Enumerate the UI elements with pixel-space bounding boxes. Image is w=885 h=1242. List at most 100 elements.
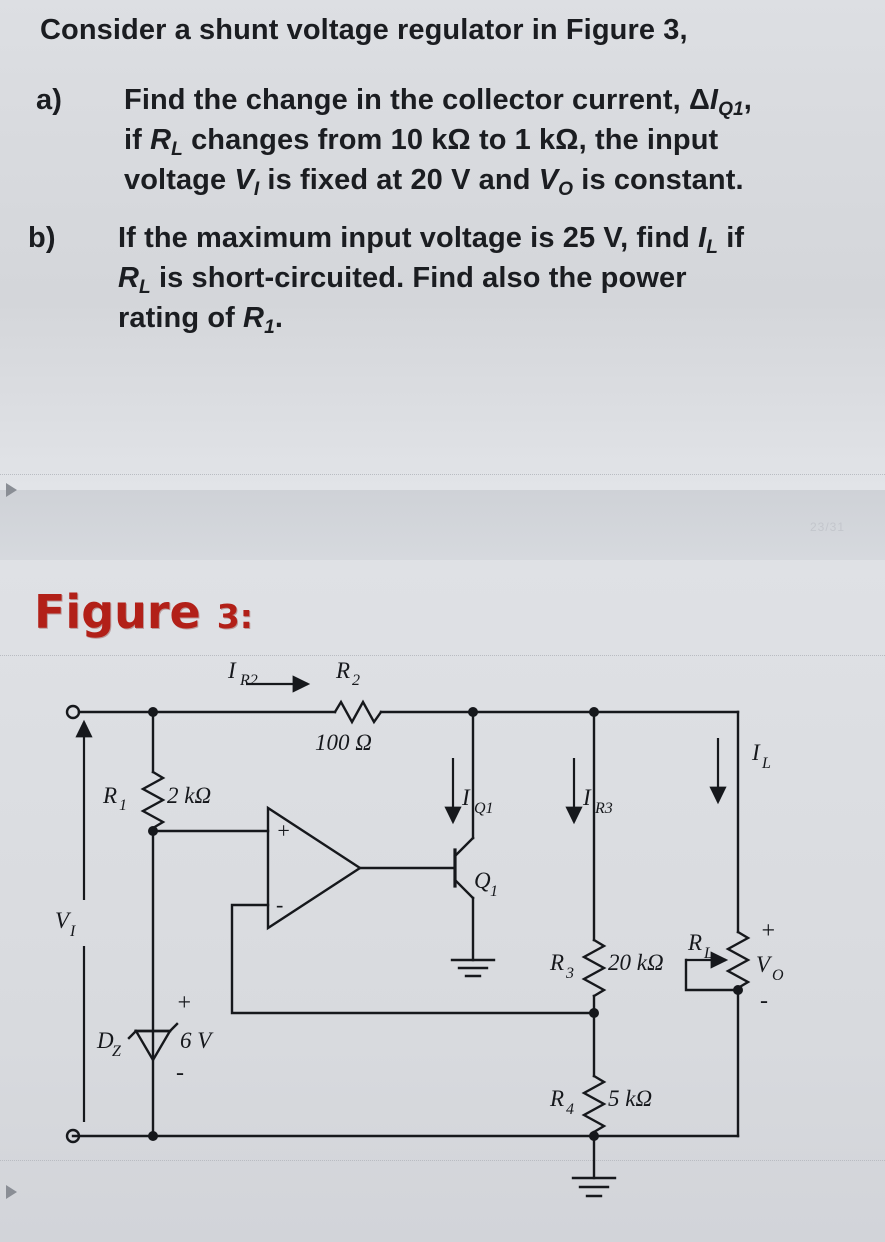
circuit-diagram: + - I R2 R 2 100 Ω R 1 2 kΩ I Q1 I R3 I … bbox=[0, 660, 885, 1242]
resistor-R4-body bbox=[581, 1074, 607, 1134]
part-b-l3-pre: rating of bbox=[118, 302, 244, 334]
label-DZ-sub: Z bbox=[112, 1043, 122, 1060]
zener-flag-right bbox=[168, 1022, 179, 1033]
label-VO-plus: + bbox=[760, 918, 776, 944]
label-R3-name: R bbox=[549, 950, 564, 975]
label-IL-sub: L bbox=[761, 755, 771, 772]
label-Q1-name: Q bbox=[474, 868, 491, 893]
label-RL-name: R bbox=[687, 930, 702, 955]
label-IR3-sub: R3 bbox=[594, 800, 613, 817]
label-IR2-name: I bbox=[227, 660, 237, 683]
part-a-line-3: voltage VI is fixed at 20 V and VO is co… bbox=[124, 164, 744, 201]
part-a-l2-post: changes from 10 kΩ to 1 kΩ, the input bbox=[182, 124, 719, 156]
label-VO-sub: O bbox=[772, 967, 784, 984]
label-RL-sub: L bbox=[703, 945, 713, 962]
junction-R3-top bbox=[589, 707, 599, 717]
label-IL-name: I bbox=[751, 740, 761, 765]
part-b-l3-sub: 1 bbox=[264, 317, 275, 339]
label-R1-sub: 1 bbox=[119, 797, 127, 814]
label-zener-minus: - bbox=[176, 1060, 184, 1086]
label-VO-name: V bbox=[756, 952, 773, 977]
label-Q1-sub: 1 bbox=[490, 883, 498, 900]
part-a-l3-post: is constant. bbox=[573, 164, 744, 196]
part-b-l2-post: is short-circuited. Find also the power bbox=[150, 262, 687, 294]
question-intro: Consider a shunt voltage regulator in Fi… bbox=[40, 14, 688, 46]
wire-RL-wiper-loop bbox=[684, 958, 740, 992]
label-VI-sub: I bbox=[69, 923, 76, 940]
part-a-l2-var: R bbox=[150, 124, 172, 156]
figure-title-word: Figure bbox=[34, 585, 201, 639]
label-IR3-name: I bbox=[582, 785, 592, 810]
part-a-l1-post: , bbox=[743, 84, 752, 116]
label-R1-value: 2 kΩ bbox=[167, 783, 211, 808]
scan-rule-2 bbox=[0, 655, 885, 657]
part-b-line-1: If the maximum input voltage is 25 V, fi… bbox=[118, 222, 744, 259]
junction-R1-bottom bbox=[148, 1131, 158, 1141]
terminal-input-bottom bbox=[65, 1128, 81, 1144]
label-zener-plus: + bbox=[176, 990, 192, 1016]
resistor-R1-body bbox=[140, 770, 166, 830]
part-b-l1-pre: If the maximum input voltage is 25 V, fi… bbox=[118, 222, 699, 254]
junction-R3-R4 bbox=[589, 1008, 599, 1018]
label-R2-value: 100 Ω bbox=[315, 730, 372, 755]
part-a-l3-sub: I bbox=[253, 179, 260, 201]
part-a-l1-pre: Find the change in the collector current… bbox=[124, 84, 710, 116]
play-marker-icon-top bbox=[6, 483, 17, 497]
label-R3-sub: 3 bbox=[565, 965, 574, 982]
part-b-l1-post: if bbox=[718, 222, 745, 254]
resistor-RL-body bbox=[725, 930, 751, 990]
page-number-watermark: 23/31 bbox=[809, 520, 845, 534]
part-b-l1-var: I bbox=[698, 222, 707, 254]
part-b-l1-sub: L bbox=[706, 237, 719, 259]
zener-triangle bbox=[133, 1029, 173, 1063]
junction-opamp-plus bbox=[148, 826, 158, 836]
part-a-l1-var: I bbox=[709, 84, 719, 116]
part-b-l2-sub: L bbox=[139, 277, 151, 299]
part-a-l3-var2: V bbox=[538, 164, 559, 196]
transistor-emitter-lead bbox=[453, 878, 475, 900]
paper-band-mid bbox=[0, 490, 885, 560]
opamp-plus-sign: + bbox=[276, 818, 291, 843]
label-VI-name: V bbox=[55, 908, 72, 933]
part-a-l3-sub2: O bbox=[558, 179, 574, 201]
part-a-l3-var: V bbox=[234, 164, 254, 196]
label-DZ-name: D bbox=[96, 1028, 114, 1053]
figure-title-number: 3: bbox=[216, 597, 253, 636]
label-R2-sub: 2 bbox=[352, 672, 360, 689]
junction-dots bbox=[148, 707, 743, 1141]
label-IQ1-name: I bbox=[461, 785, 471, 810]
label-DZ-value: 6 V bbox=[180, 1028, 214, 1053]
junction-RL-wiper bbox=[733, 985, 743, 995]
label-R3-value: 20 kΩ bbox=[608, 950, 664, 975]
part-a-marker: a) bbox=[36, 84, 62, 116]
part-a-l3-mid: is fixed at 20 V and bbox=[259, 164, 539, 196]
part-b-l3-var: R bbox=[243, 302, 265, 334]
resistor-R2-body bbox=[333, 699, 383, 725]
label-R2-name: R bbox=[335, 660, 350, 683]
opamp-minus-sign: - bbox=[276, 892, 283, 917]
transistor-collector-lead bbox=[453, 836, 475, 858]
part-b-l3-post: . bbox=[274, 302, 284, 334]
part-b-line-3: rating of R1. bbox=[118, 302, 283, 339]
zener-flag-left bbox=[127, 1029, 138, 1040]
junction-R1-top bbox=[148, 707, 158, 717]
scan-rule-3 bbox=[0, 1160, 885, 1162]
resistor-R3-body bbox=[581, 938, 607, 998]
part-a-line-1: Find the change in the collector current… bbox=[124, 84, 752, 121]
wire-opamp-feedback bbox=[230, 903, 596, 1015]
figure-title: Figure 3: bbox=[34, 585, 253, 639]
label-R4-sub: 4 bbox=[566, 1101, 574, 1118]
opamp-body bbox=[266, 805, 363, 931]
label-R4-name: R bbox=[549, 1086, 564, 1111]
part-b-line-2: RL is short-circuited. Find also the pow… bbox=[118, 262, 687, 299]
label-R4-value: 5 kΩ bbox=[608, 1086, 652, 1111]
part-b-marker: b) bbox=[28, 222, 56, 254]
label-IR2-sub: R2 bbox=[239, 672, 258, 689]
terminal-input-top bbox=[65, 704, 81, 720]
label-R1-name: R bbox=[102, 783, 117, 808]
part-a-l2-sub: L bbox=[171, 139, 183, 161]
part-a-line-2: if RL changes from 10 kΩ to 1 kΩ, the in… bbox=[124, 124, 718, 161]
junction-ground bbox=[589, 1131, 599, 1141]
part-a-l2-pre: if bbox=[124, 124, 151, 156]
play-marker-icon-bottom bbox=[6, 1185, 17, 1199]
